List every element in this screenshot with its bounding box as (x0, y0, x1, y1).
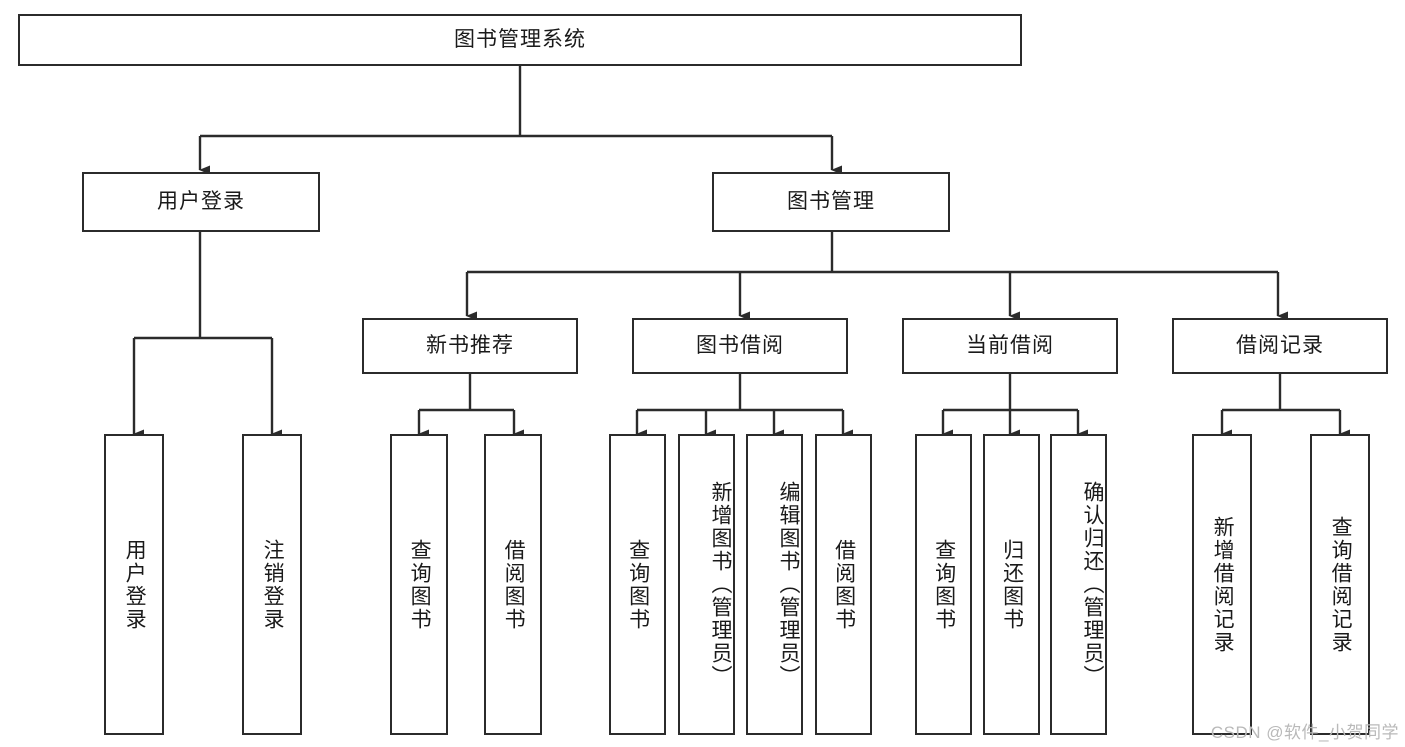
node-user-login[interactable]: 用户登录 (82, 172, 320, 232)
leaf-confirm-return-admin[interactable]: 确认归还（管理员） (1050, 434, 1107, 735)
leaf-borrow-book-recommend[interactable]: 借阅图书 (484, 434, 542, 735)
leaf-add-borrow-record-label: 新增借阅记录 (1211, 515, 1235, 654)
leaf-query-borrow-record-label: 查询借阅记录 (1329, 515, 1353, 654)
node-book-borrow[interactable]: 图书借阅 (632, 318, 848, 374)
leaf-query-book-borrow-label: 查询图书 (626, 538, 650, 631)
leaf-confirm-return-admin-label: 确认归还（管理员） (1081, 481, 1104, 688)
node-root-label: 图书管理系统 (454, 28, 586, 52)
node-current-borrow[interactable]: 当前借阅 (902, 318, 1118, 374)
leaf-edit-book-admin[interactable]: 编辑图书（管理员） (746, 434, 803, 735)
leaf-add-book-admin-label: 新增图书（管理员） (709, 481, 732, 688)
leaf-add-borrow-record[interactable]: 新增借阅记录 (1192, 434, 1252, 735)
leaf-return-book-label: 归还图书 (1000, 538, 1024, 631)
node-borrow-record-label: 借阅记录 (1236, 334, 1324, 358)
node-new-book-recommend-label: 新书推荐 (426, 334, 514, 358)
leaf-query-borrow-record[interactable]: 查询借阅记录 (1310, 434, 1370, 735)
watermark-text: CSDN @软件_小贺同学 (1210, 723, 1399, 742)
node-new-book-recommend[interactable]: 新书推荐 (362, 318, 578, 374)
leaf-query-book-borrow[interactable]: 查询图书 (609, 434, 666, 735)
leaf-user-login[interactable]: 用户登录 (104, 434, 164, 735)
node-book-management[interactable]: 图书管理 (712, 172, 950, 232)
leaf-logout[interactable]: 注销登录 (242, 434, 302, 735)
leaf-logout-label: 注销登录 (261, 538, 285, 631)
node-root[interactable]: 图书管理系统 (18, 14, 1022, 66)
leaf-query-book-recommend-label: 查询图书 (408, 538, 432, 631)
leaf-borrow-book-recommend-label: 借阅图书 (502, 538, 526, 631)
node-book-management-label: 图书管理 (787, 190, 875, 214)
leaf-user-login-label: 用户登录 (123, 538, 147, 631)
leaf-borrow-book[interactable]: 借阅图书 (815, 434, 872, 735)
node-book-borrow-label: 图书借阅 (696, 334, 784, 358)
leaf-edit-book-admin-label: 编辑图书（管理员） (777, 481, 800, 688)
node-current-borrow-label: 当前借阅 (966, 334, 1054, 358)
node-borrow-record[interactable]: 借阅记录 (1172, 318, 1388, 374)
leaf-query-book-recommend[interactable]: 查询图书 (390, 434, 448, 735)
node-user-login-label: 用户登录 (157, 190, 245, 214)
leaf-add-book-admin[interactable]: 新增图书（管理员） (678, 434, 735, 735)
leaf-borrow-book-label: 借阅图书 (832, 538, 856, 631)
leaf-query-book-current-label: 查询图书 (932, 538, 956, 631)
leaf-query-book-current[interactable]: 查询图书 (915, 434, 972, 735)
leaf-return-book[interactable]: 归还图书 (983, 434, 1040, 735)
